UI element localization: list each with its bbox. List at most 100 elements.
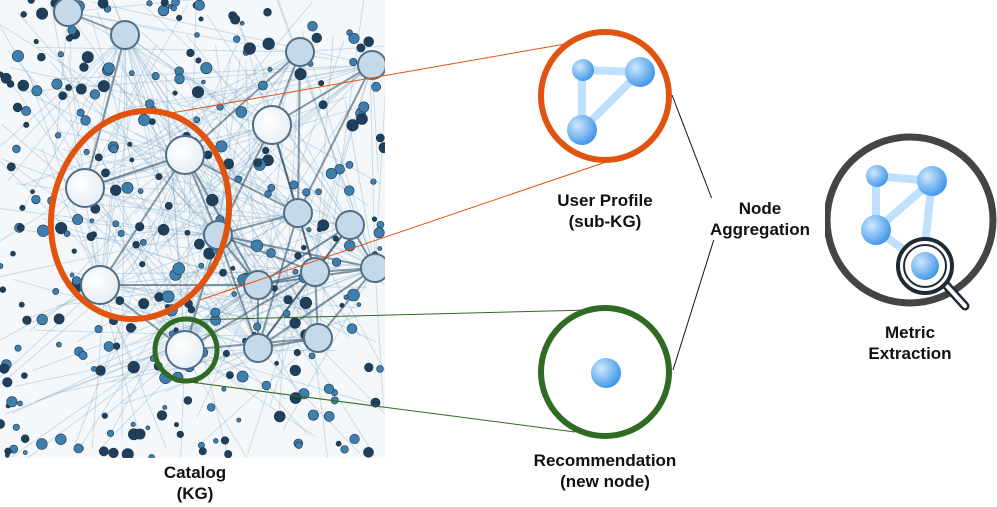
kg-edge xyxy=(0,34,126,148)
kg-edge xyxy=(90,1,373,66)
kg-node xyxy=(125,322,136,333)
kg-node xyxy=(171,0,180,7)
kg-node xyxy=(94,153,103,162)
node-aggregation-label: Node Aggregation xyxy=(695,198,825,240)
kg-edge xyxy=(184,74,319,339)
kg-edge xyxy=(369,78,376,269)
kg-node xyxy=(31,85,43,97)
kg-node xyxy=(263,8,272,17)
kg-node xyxy=(67,25,78,35)
kg-node xyxy=(193,116,201,124)
kg-node xyxy=(0,72,12,84)
kg-node xyxy=(2,377,13,388)
kg-node xyxy=(318,100,328,110)
kg-hub-node xyxy=(283,198,313,228)
kg-node xyxy=(53,313,65,325)
kg-node xyxy=(373,227,385,239)
kg-node xyxy=(6,80,15,88)
kg-node xyxy=(65,84,73,91)
kg-edge xyxy=(130,154,186,272)
kg-edge xyxy=(99,131,264,286)
kg-node xyxy=(335,440,342,447)
kg-node xyxy=(239,20,245,26)
kg-node xyxy=(51,78,63,90)
kg-edge xyxy=(198,96,299,214)
kg-edge xyxy=(41,147,101,286)
kg-node xyxy=(356,302,362,307)
kg-node xyxy=(106,429,115,437)
kg-edge xyxy=(87,154,186,229)
kg-node xyxy=(75,83,87,95)
kg-node xyxy=(283,295,293,305)
kg-node xyxy=(364,362,374,373)
kg-edge xyxy=(116,200,186,351)
kg-node xyxy=(194,32,200,38)
kg-node xyxy=(54,132,62,139)
kg-node xyxy=(292,268,299,275)
kg-edge xyxy=(123,51,301,177)
user-profile-node xyxy=(538,29,672,163)
kg-node xyxy=(162,290,175,303)
kg-node xyxy=(103,62,115,74)
kg-node xyxy=(376,365,384,373)
kg-hub-node xyxy=(360,253,385,283)
kg-node xyxy=(103,341,115,352)
kg-node xyxy=(164,201,173,210)
kg-node xyxy=(127,361,140,374)
kg-edge xyxy=(69,120,186,156)
kg-node xyxy=(302,188,311,197)
kg-node xyxy=(340,445,349,454)
kg-node xyxy=(289,317,301,329)
kg-edge xyxy=(124,34,228,454)
kg-node xyxy=(20,11,27,18)
kg-edge xyxy=(124,34,315,323)
metric-extraction-label: Metric Extraction xyxy=(835,322,985,364)
kg-node xyxy=(253,158,263,168)
kg-hub-node xyxy=(335,210,365,240)
kg-edge xyxy=(257,41,345,286)
kg-node xyxy=(198,447,207,456)
kg-node xyxy=(139,261,146,268)
catalog-label: Catalog (KG) xyxy=(120,462,270,504)
recommendation-connectors xyxy=(189,309,591,433)
kg-node xyxy=(31,194,41,205)
kg-hub-node xyxy=(357,50,385,80)
kg-node xyxy=(91,365,97,372)
kg-node xyxy=(375,133,385,143)
kg-node xyxy=(347,288,360,302)
kg-node xyxy=(323,383,335,394)
kg-node xyxy=(97,0,109,9)
kg-node xyxy=(121,448,134,458)
metric-extraction-node xyxy=(823,133,997,311)
catalog-label-line2: (KG) xyxy=(176,484,214,503)
kg-node xyxy=(187,305,196,314)
kg-node xyxy=(69,272,75,278)
kg-edge xyxy=(245,60,259,349)
kg-hub-node xyxy=(303,323,333,353)
kg-edge xyxy=(155,124,273,255)
kg-node xyxy=(86,232,96,242)
kg-node xyxy=(267,183,276,192)
kg-hub-node xyxy=(243,270,273,300)
kg-node xyxy=(95,365,106,376)
kg-node xyxy=(148,454,155,458)
kg-node xyxy=(348,32,360,44)
kg-edge xyxy=(99,284,358,309)
kg-node xyxy=(301,244,307,251)
kg-edge xyxy=(67,54,86,189)
kg-strong-edge xyxy=(257,267,376,349)
kg-node xyxy=(22,450,28,455)
kg-node xyxy=(56,341,62,348)
metric-extraction-label-line2: Extraction xyxy=(868,344,952,363)
kg-edge xyxy=(212,64,373,238)
kg-edge xyxy=(19,34,126,143)
kg-node xyxy=(219,268,227,277)
kg-node xyxy=(176,14,183,21)
kg-node xyxy=(213,438,219,444)
kg-node xyxy=(273,410,286,423)
kg-node xyxy=(289,392,302,404)
kg-node xyxy=(110,184,122,196)
kg-node xyxy=(37,52,46,62)
kg-node xyxy=(295,441,303,449)
kg-node xyxy=(81,51,94,64)
